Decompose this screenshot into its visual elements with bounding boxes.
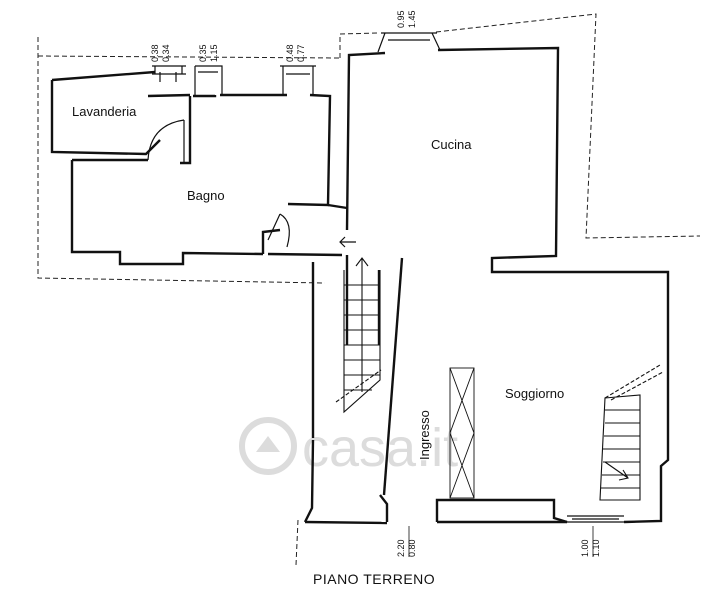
void-cross xyxy=(449,367,475,499)
dim-win-lav-bottom: 0.34 xyxy=(161,44,171,62)
staircase-left xyxy=(335,257,382,414)
plan-title: PIANO TERRENO xyxy=(313,571,435,587)
dim-win-cucina-bottom: 1.45 xyxy=(407,10,417,28)
windows xyxy=(152,32,624,523)
room-label-lavanderia: Lavanderia xyxy=(72,104,137,119)
room-label-bagno: Bagno xyxy=(187,188,225,203)
dim-door-ingresso-top: 0.80 xyxy=(407,539,417,557)
room-label-cucina: Cucina xyxy=(431,137,472,152)
watermark: casa.it xyxy=(239,417,458,478)
property-boundary xyxy=(37,13,701,566)
watermark-text: casa.it xyxy=(302,418,458,478)
entry-arrow xyxy=(339,236,356,248)
dim-win-bagno2-bottom: 0.77 xyxy=(296,44,306,62)
staircase-right xyxy=(599,364,664,501)
dimension-labels: 0.38 0.34 0.35 1.15 0.48 0.77 0.95 1.45 … xyxy=(150,10,601,557)
walls xyxy=(50,46,670,525)
dim-win-cucina-top: 0.95 xyxy=(396,10,406,28)
dim-win-soggiorno-top: 1.10 xyxy=(591,539,601,557)
room-label-ingresso: Ingresso xyxy=(417,410,432,460)
room-labels: Lavanderia Bagno Cucina Soggiorno Ingres… xyxy=(72,104,564,460)
doors xyxy=(147,119,356,248)
dim-win-bagno2-top: 0.48 xyxy=(285,44,295,62)
dim-win-bagno1-top: 0.35 xyxy=(198,44,208,62)
dim-win-lav-top: 0.38 xyxy=(150,44,160,62)
dim-win-soggiorno-bottom: 1.00 xyxy=(580,539,590,557)
room-label-soggiorno: Soggiorno xyxy=(505,386,564,401)
dim-door-ingresso-bottom: 2.20 xyxy=(396,539,406,557)
dim-win-bagno1-bottom: 1.15 xyxy=(209,44,219,62)
